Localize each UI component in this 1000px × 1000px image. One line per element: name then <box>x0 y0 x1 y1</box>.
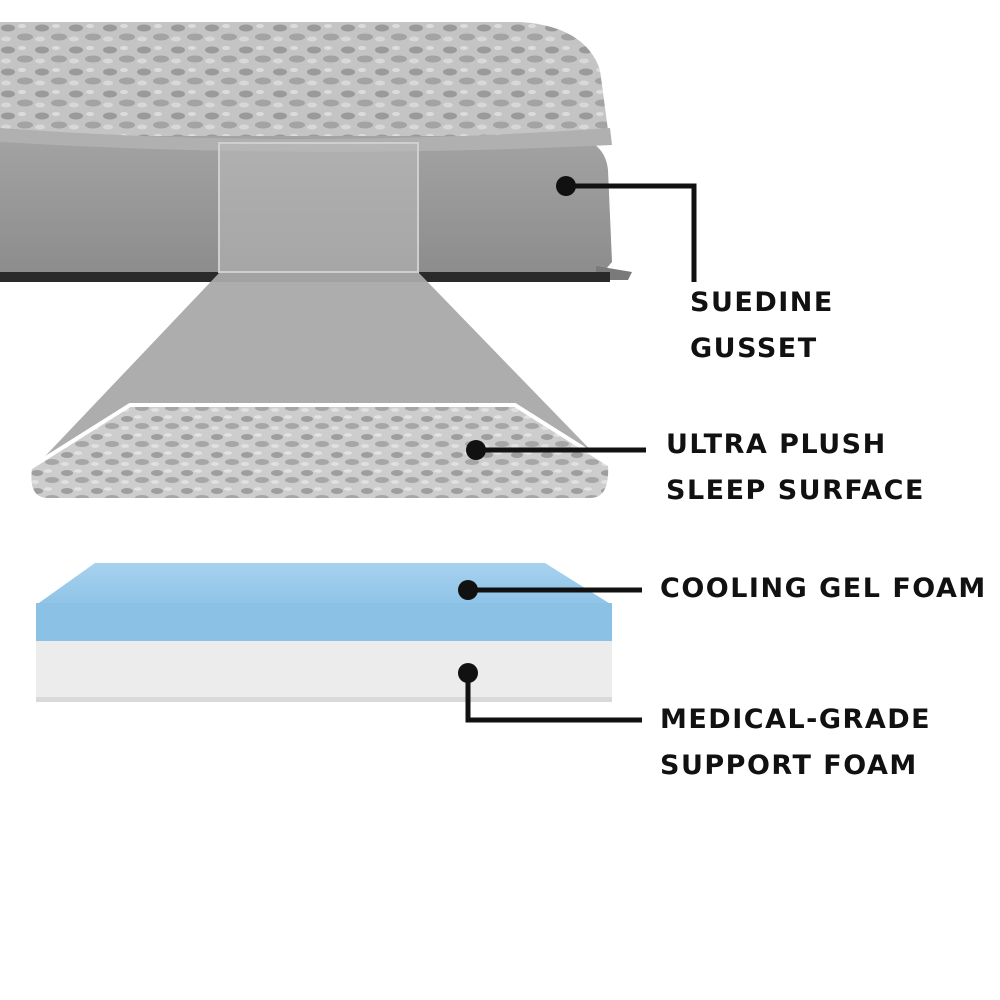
support-foam-edge <box>36 697 612 702</box>
callout-suedine-gusset-label: SUEDINE GUSSET <box>690 280 834 372</box>
callout-support-foam-label: MEDICAL-GRADE SUPPORT FOAM <box>660 697 931 789</box>
support-foam-front <box>36 641 612 702</box>
gel-foam-front <box>36 603 612 643</box>
callout-suedine-gusset-line-1: SUEDINE <box>690 287 834 318</box>
plush-surface-swatch <box>27 403 613 502</box>
callout-cooling-gel-dot <box>458 580 478 600</box>
zoom-window <box>218 142 419 273</box>
callout-ultra-plush-dot <box>466 440 486 460</box>
callout-cooling-gel-label: COOLING GEL FOAM <box>660 566 987 612</box>
gel-foam-top <box>36 563 612 605</box>
callout-support-foam-leader <box>465 673 642 723</box>
callout-ultra-plush-line-1: ULTRA PLUSH <box>666 429 887 460</box>
callout-suedine-gusset-leader <box>566 183 697 282</box>
callout-ultra-plush-label: ULTRA PLUSH SLEEP SURFACE <box>666 422 925 514</box>
callout-support-foam-dot <box>458 663 478 683</box>
bed-fur-top <box>0 22 608 140</box>
callout-support-foam-line-2: SUPPORT FOAM <box>660 750 918 781</box>
callout-suedine-gusset-line-2: GUSSET <box>690 333 818 364</box>
callout-suedine-gusset-dot <box>556 176 576 196</box>
callout-support-foam-line-1: MEDICAL-GRADE <box>660 704 932 735</box>
callout-cooling-gel-line-1: COOLING GEL FOAM <box>660 573 987 604</box>
callout-ultra-plush-line-2: SLEEP SURFACE <box>666 475 925 506</box>
bed-fur-edge <box>0 128 612 152</box>
